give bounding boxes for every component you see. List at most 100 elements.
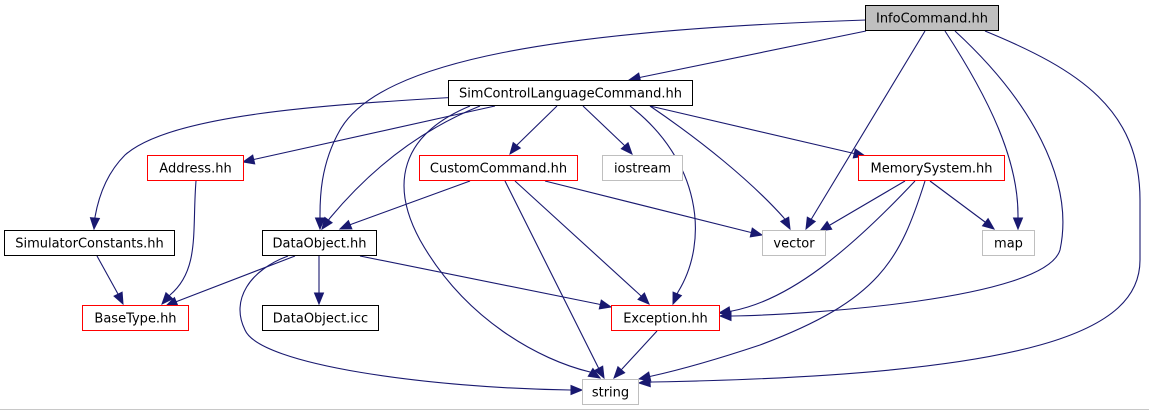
edge-simcontrol-to-string: [403, 105, 602, 379]
arrow-head: [818, 220, 833, 232]
node-box: [4, 230, 175, 256]
edge-connector: [349, 223, 353, 226]
arrow-head: [570, 384, 584, 396]
node-exception[interactable]: Exception.hh: [611, 305, 720, 331]
edge-connector: [253, 158, 257, 161]
edge-memorysystem-to-vector: [818, 180, 906, 232]
node-box: [602, 155, 683, 181]
edge-connector: [676, 291, 679, 295]
edge-line: [731, 30, 1064, 317]
edge-simulatorconstants-to-basetype: [96, 255, 124, 306]
node-customcommand[interactable]: CustomCommand.hh: [419, 155, 578, 181]
node-box: [762, 230, 826, 256]
edge-customcommand-to-dataobject: [338, 180, 471, 230]
arrow-head: [779, 216, 791, 231]
node-infocommand[interactable]: InfoCommand.hh: [865, 5, 999, 31]
edge-simcontrol-to-vector: [649, 105, 791, 231]
edge-infocommand-to-simcontrol: [627, 30, 867, 83]
edge-line: [403, 105, 591, 373]
arrow-head: [749, 227, 764, 238]
node-simulatorconstants[interactable]: SimulatorConstants.hh: [4, 230, 175, 256]
node-dataobject[interactable]: DataObject.hh: [262, 230, 377, 256]
edge-connector: [783, 217, 786, 220]
arrow-head: [593, 365, 605, 380]
edge-line: [649, 105, 785, 219]
edge-infocommand-to-dataobject: [314, 19, 867, 231]
arrow-head: [981, 217, 996, 230]
node-dataobjecticc[interactable]: DataObject.icc: [262, 305, 379, 331]
edge-connector: [639, 76, 643, 79]
node-box: [82, 305, 189, 331]
node-box: [858, 155, 1005, 181]
node-label: DataObject.hh: [273, 237, 367, 252]
edge-connector: [649, 375, 653, 378]
node-box: [262, 305, 379, 331]
edge-line: [641, 30, 867, 78]
node-box: [448, 80, 693, 106]
edge-infocommand-to-vector: [805, 30, 926, 231]
node-label: Address.hh: [159, 162, 231, 177]
edge-line: [239, 255, 571, 391]
node-vector: vector: [762, 230, 826, 256]
arrow-head: [338, 219, 353, 230]
arrow-head: [313, 292, 325, 306]
node-simcontrol[interactable]: SimControlLanguageCommand.hh: [448, 80, 693, 106]
edge-connector: [620, 368, 623, 371]
edge-line: [169, 180, 197, 296]
edge-exception-to-string: [613, 330, 658, 379]
page-bottom-divider: [0, 409, 1149, 410]
edge-simcontrol-to-address: [241, 105, 496, 165]
node-label: SimControlLanguageCommand.hh: [459, 87, 682, 102]
edge-memorysystem-to-exception: [717, 180, 916, 317]
edge-line: [329, 105, 481, 219]
node-label: BaseType.hh: [94, 312, 176, 327]
node-address[interactable]: Address.hh: [147, 155, 244, 181]
node-label: iostream: [614, 162, 671, 177]
edge-customcommand-to-vector: [544, 180, 764, 238]
node-label: DataObject.icc: [273, 312, 368, 327]
node-box: [611, 305, 720, 331]
edge-simcontrol-to-customcommand: [509, 105, 558, 156]
edge-connector: [597, 303, 601, 306]
edge-customcommand-to-exception: [514, 180, 650, 305]
arrow-head: [717, 306, 732, 317]
edge-connector: [623, 144, 626, 147]
node-iostream: iostream: [602, 155, 683, 181]
edge-line: [96, 255, 119, 295]
edge-line: [94, 96, 461, 218]
nodes-layer: InfoCommand.hhSimControlLanguageCommand.…: [4, 5, 1035, 405]
edge-simcontrol-to-dataobject: [321, 105, 481, 231]
edge-simcontrol-to-iostream: [582, 105, 633, 155]
node-memorysystem[interactable]: MemorySystem.hh: [858, 155, 1005, 181]
edge-connector: [639, 294, 642, 297]
edge-memorysystem-to-string: [637, 180, 926, 382]
edge-line: [544, 180, 750, 233]
edge-dataobject-to-basetype: [164, 255, 296, 307]
arrow-head: [598, 299, 613, 310]
edge-line: [514, 180, 641, 296]
edge-line: [621, 330, 658, 370]
arrow-head: [637, 371, 652, 382]
arrow-head: [509, 141, 522, 156]
edge-address-to-basetype: [161, 180, 197, 305]
node-box: [982, 230, 1035, 256]
edge-line: [582, 105, 625, 146]
edge-connector: [328, 217, 331, 221]
edge-customcommand-to-string: [504, 180, 605, 380]
edge-line: [811, 30, 926, 219]
arrow-head: [672, 291, 683, 306]
node-box: [262, 230, 377, 256]
edge-connector: [175, 300, 179, 303]
node-string: string: [582, 379, 639, 405]
edge-line: [649, 105, 853, 154]
node-box: [147, 155, 244, 181]
edge-line: [829, 180, 906, 226]
edge-connector: [748, 231, 752, 234]
edge-line: [929, 180, 986, 223]
edge-line: [351, 180, 471, 225]
edge-line: [504, 180, 599, 368]
node-box: [419, 155, 578, 181]
node-basetype[interactable]: BaseType.hh: [82, 305, 189, 331]
edge-connector: [168, 294, 171, 297]
